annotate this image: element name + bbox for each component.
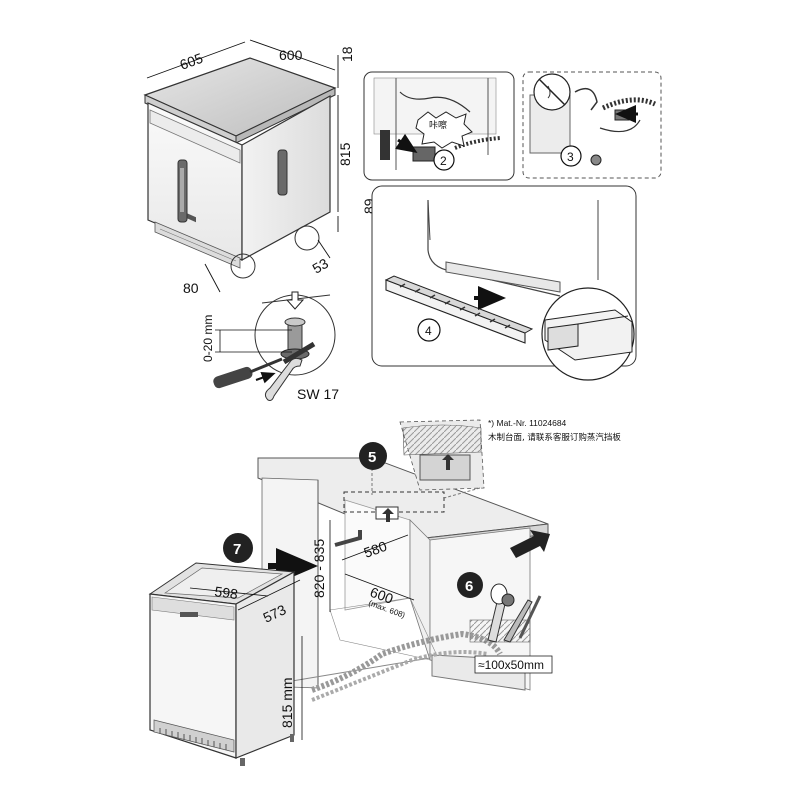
dim-top: 18	[339, 46, 355, 62]
step-2-number: 2	[440, 154, 447, 168]
dim-600: 600	[368, 584, 396, 607]
dim-815: 815 mm	[279, 677, 295, 728]
wrench-size-label: SW 17	[297, 386, 339, 402]
step-6-badge	[457, 572, 483, 598]
step-6-number: 6	[465, 578, 473, 595]
dim-width: 600	[279, 47, 303, 63]
niche-dimension-lines	[329, 520, 415, 612]
step-5-badge	[359, 442, 387, 470]
top-dimension-lines	[146, 39, 339, 293]
dim-plinth-depth: 53	[310, 255, 332, 277]
dim-adjust: 0-20 mm	[201, 315, 215, 362]
step-5-number: 5	[368, 449, 376, 466]
step-2-badge	[433, 149, 455, 171]
hole-size-box	[474, 655, 553, 674]
click-burst-icon	[415, 111, 473, 149]
step-4-panel: 4	[371, 185, 637, 381]
dim-598: 598	[214, 583, 240, 602]
dim-niche-height: 820 - 835	[311, 539, 327, 598]
adjust-dimension	[215, 329, 292, 353]
dim-580: 580	[362, 538, 390, 561]
step-7-badge	[223, 533, 253, 563]
arrow-up-icon	[285, 291, 305, 310]
step-4-number: 4	[425, 324, 432, 338]
step-5-detail	[371, 419, 485, 499]
step-4-badge	[417, 318, 441, 342]
step-2-panel: 咔嚓 2	[363, 71, 515, 181]
dim-toe: 80	[183, 280, 199, 296]
dim-hole: ≈100x50mm	[478, 658, 544, 672]
built-in-dishwasher	[148, 562, 296, 766]
dim-height: 815	[337, 142, 353, 166]
foot-adjustment-detail	[213, 291, 336, 401]
step-3-panel: 3	[522, 71, 662, 179]
step-3-badge	[560, 145, 582, 167]
step-3-number: 3	[567, 150, 574, 164]
step-6-detail	[469, 583, 542, 643]
step-7-number: 7	[233, 541, 241, 558]
material-number-note: *) Mat.-Nr. 11024684	[488, 418, 567, 428]
freestanding-dishwasher	[143, 57, 337, 279]
material-description-note: 木制台面, 请联系客服订购蒸汽挡板	[488, 432, 621, 443]
appliance-dimension-lines	[189, 579, 303, 740]
click-callout: 咔嚓	[429, 119, 447, 131]
dim-depth: 605	[178, 50, 206, 73]
arrow-push-icon	[510, 530, 550, 558]
